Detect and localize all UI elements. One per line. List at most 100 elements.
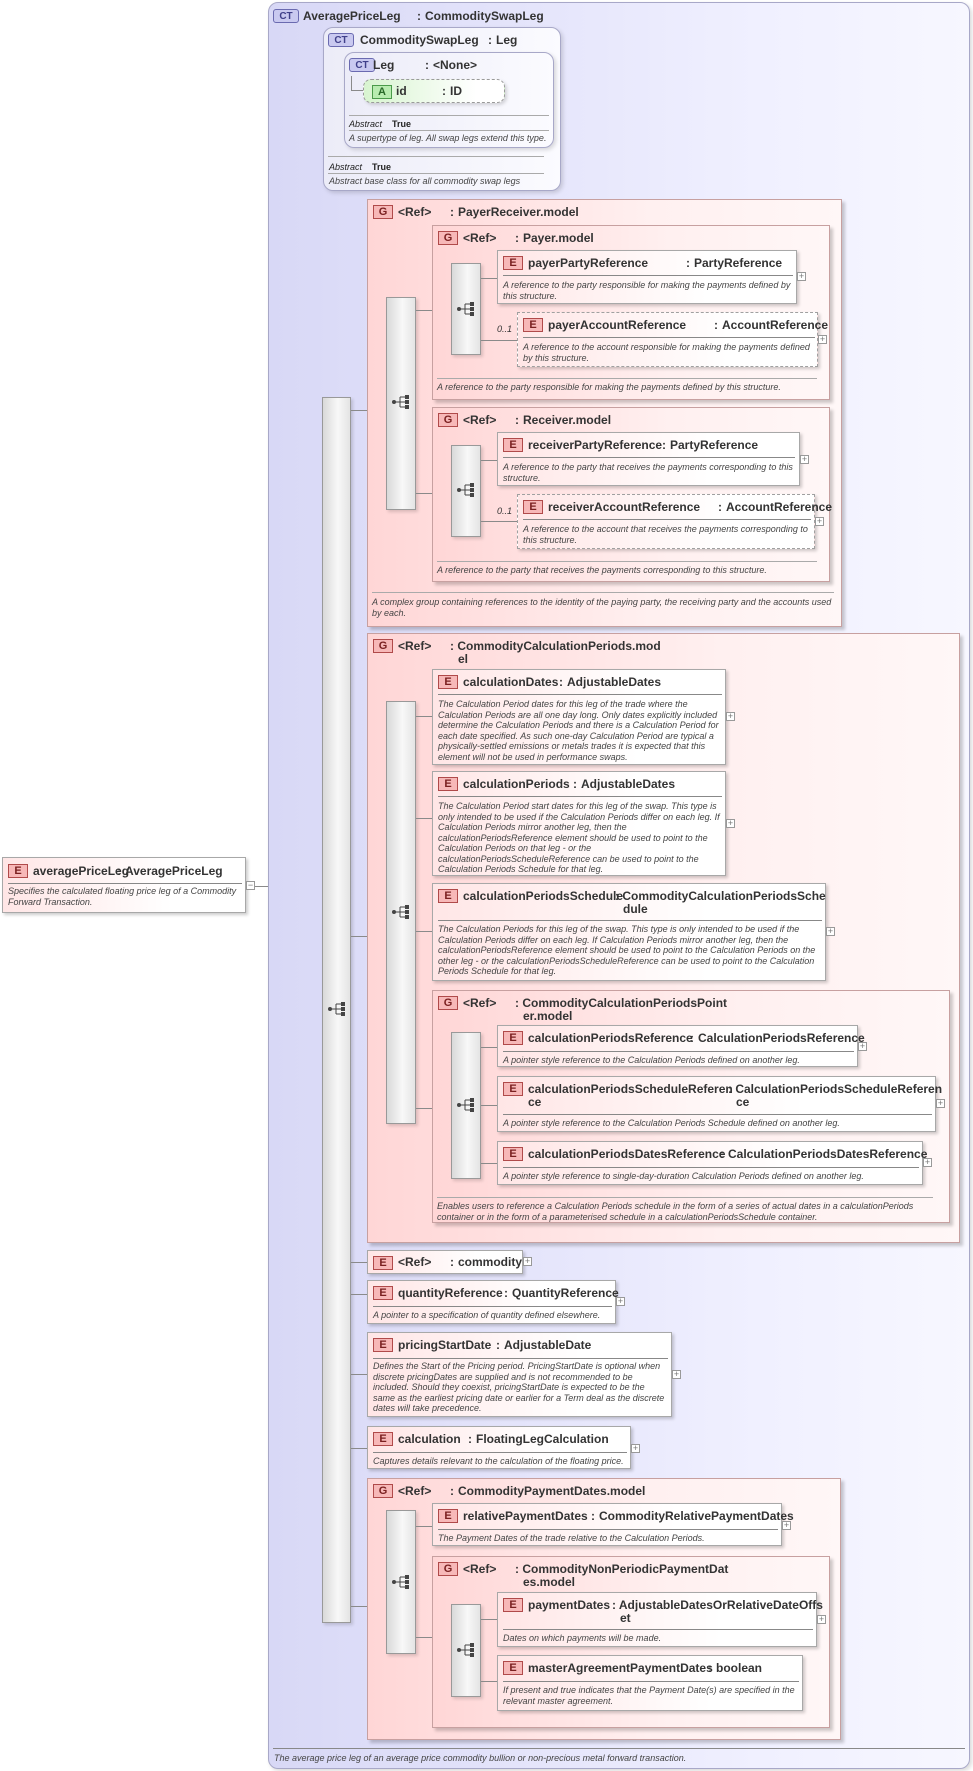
divider <box>503 1681 799 1682</box>
element-calculationPeriods[interactable]: E calculationPeriods : AdjustableDates T… <box>432 771 726 876</box>
element-type: AdjustableDates <box>567 675 662 689</box>
divider <box>437 378 817 379</box>
element-paymentDates[interactable]: E paymentDates : AdjustableDatesOrRelati… <box>497 1592 823 1647</box>
element-commodity[interactable]: E <Ref> : commodity <box>367 1250 523 1274</box>
divider <box>503 1167 919 1168</box>
divider <box>503 1051 854 1052</box>
element-badge: E <box>373 1256 393 1270</box>
element-description: A pointer style reference to single-day-… <box>503 1171 864 1181</box>
group-name: PayerReceiver.model <box>458 205 579 219</box>
sequence-compositor-icon <box>392 905 409 919</box>
plus-expander-icon[interactable]: + <box>523 1256 532 1266</box>
element-receiverPartyReference[interactable]: E receiverPartyReference : PartyReferenc… <box>497 432 800 486</box>
divider <box>328 156 544 157</box>
plus-expander-icon[interactable]: + <box>672 1369 681 1379</box>
element-type: AccountReference <box>722 318 829 332</box>
element-type-line1: : AdjustableDatesOrRelativeDateOffs <box>612 1598 823 1612</box>
sequence-compositor-icon <box>457 483 474 497</box>
element-badge: E <box>503 1598 523 1612</box>
element-payerAccountReference[interactable]: E payerAccountReference : AccountReferen… <box>517 312 828 367</box>
element-calculationPeriodsReference[interactable]: E calculationPeriodsReference : Calculat… <box>497 1025 865 1067</box>
divider <box>273 1748 965 1749</box>
plus-expander-icon[interactable]: + <box>631 1443 640 1453</box>
element-calculationDates[interactable]: E calculationDates : AdjustableDates The… <box>432 669 726 765</box>
element-badge: E <box>503 1147 523 1161</box>
element-relativePaymentDates[interactable]: E relativePaymentDates : CommodityRelati… <box>432 1503 794 1546</box>
element-description: The Payment Dates of the trade relative … <box>438 1533 705 1543</box>
element-badge: E <box>373 1432 393 1446</box>
complex-type-badge: CT <box>349 58 375 72</box>
group-colon: : <box>515 231 519 245</box>
divider <box>438 694 722 695</box>
plus-expander-icon[interactable]: + <box>726 818 735 828</box>
element-pricingStartDate[interactable]: E pricingStartDate : AdjustableDate Defi… <box>367 1332 672 1417</box>
group-badge: G <box>438 1562 458 1576</box>
plus-expander-icon[interactable]: + <box>817 1614 826 1624</box>
sequence-receiver[interactable] <box>451 445 481 537</box>
occurrence-label: 0..1 <box>497 324 513 334</box>
element-payerPartyReference[interactable]: E payerPartyReference : PartyReference A… <box>497 250 797 304</box>
element-type: FloatingLegCalculation <box>476 1432 609 1446</box>
divider <box>503 457 795 458</box>
plus-expander-icon[interactable]: + <box>858 1041 867 1051</box>
connector <box>351 1262 367 1263</box>
divider <box>503 1114 932 1115</box>
group-badge: G <box>373 205 393 219</box>
element-type-line1: : CommodityCalculationPeriodsSche <box>615 889 826 903</box>
plus-expander-icon[interactable]: + <box>616 1296 625 1306</box>
attribute-badge: A <box>372 85 392 99</box>
ct-description: The average price leg of an average pric… <box>274 1753 687 1763</box>
complex-type-badge: CT <box>328 33 354 47</box>
group-name-line1: : CommodityCalculationPeriodsPoint <box>515 996 728 1010</box>
plus-expander-icon[interactable]: + <box>923 1157 932 1167</box>
connector <box>416 1108 432 1109</box>
element-badge: E <box>503 1082 523 1096</box>
sequence-compositor-icon <box>457 302 474 316</box>
plus-expander-icon[interactable]: + <box>800 454 809 464</box>
plus-expander-icon[interactable]: + <box>782 1520 791 1530</box>
plus-expander-icon[interactable]: + <box>936 1098 945 1108</box>
divider <box>438 796 722 797</box>
attribute-id[interactable]: A id : ID <box>363 79 505 103</box>
occurrence-label: 0..1 <box>497 506 513 516</box>
root-name: averagePriceLeg <box>33 864 130 878</box>
divider <box>373 1358 668 1359</box>
sequence-compositor-icon <box>457 1643 474 1657</box>
connector <box>351 1606 367 1607</box>
element-colon: : <box>573 777 577 791</box>
element-colon: : <box>450 1255 454 1269</box>
connector <box>416 1637 432 1638</box>
element-badge: E <box>503 438 523 452</box>
sequence-payer-receiver[interactable] <box>386 297 416 510</box>
element-type: CommodityRelativePaymentDates <box>599 1509 794 1523</box>
element-masterAgreementPaymentDates[interactable]: E masterAgreementPaymentDates : boolean … <box>497 1655 803 1711</box>
element-badge: E <box>438 675 458 689</box>
group-ref: <Ref> <box>463 1562 497 1576</box>
group-name-line2: er.model <box>523 1009 573 1023</box>
root-element-averagePriceLeg[interactable]: E averagePriceLeg : AveragePriceLeg Spec… <box>2 857 246 913</box>
sequence-compositor-icon <box>328 1002 345 1016</box>
element-calculationPeriodsSchedule[interactable]: E calculationPeriodsSchedule : Commodity… <box>432 883 826 981</box>
sequence-compositor-icon <box>457 1098 474 1112</box>
connector <box>351 1294 367 1295</box>
connector <box>351 1448 367 1449</box>
element-calculation[interactable]: E calculation : FloatingLegCalculation C… <box>367 1426 631 1469</box>
element-badge: E <box>503 1031 523 1045</box>
plus-expander-icon[interactable]: + <box>818 334 827 344</box>
divider <box>523 337 815 338</box>
element-calculationPeriodsScheduleReference[interactable]: E calculationPeriodsScheduleReferen ce :… <box>497 1076 942 1132</box>
plus-expander-icon[interactable]: + <box>815 516 824 526</box>
minus-collapser-icon[interactable]: − <box>246 880 255 890</box>
plus-expander-icon[interactable]: + <box>797 271 806 281</box>
connector <box>481 278 497 279</box>
element-receiverAccountReference[interactable]: E receiverAccountReference : AccountRefe… <box>517 494 832 549</box>
group-name: CommodityPaymentDates.model <box>458 1484 646 1498</box>
group-ref: <Ref> <box>398 639 432 653</box>
element-type: CalculationPeriodsReference <box>698 1031 865 1045</box>
element-quantityReference[interactable]: E quantityReference : QuantityReference … <box>367 1280 619 1324</box>
divider <box>372 592 834 593</box>
plus-expander-icon[interactable]: + <box>826 926 835 936</box>
element-calculationPeriodsDatesReference[interactable]: E calculationPeriodsDatesReference : Cal… <box>497 1141 927 1185</box>
element-name: relativePaymentDates <box>463 1509 588 1523</box>
plus-expander-icon[interactable]: + <box>726 711 735 721</box>
